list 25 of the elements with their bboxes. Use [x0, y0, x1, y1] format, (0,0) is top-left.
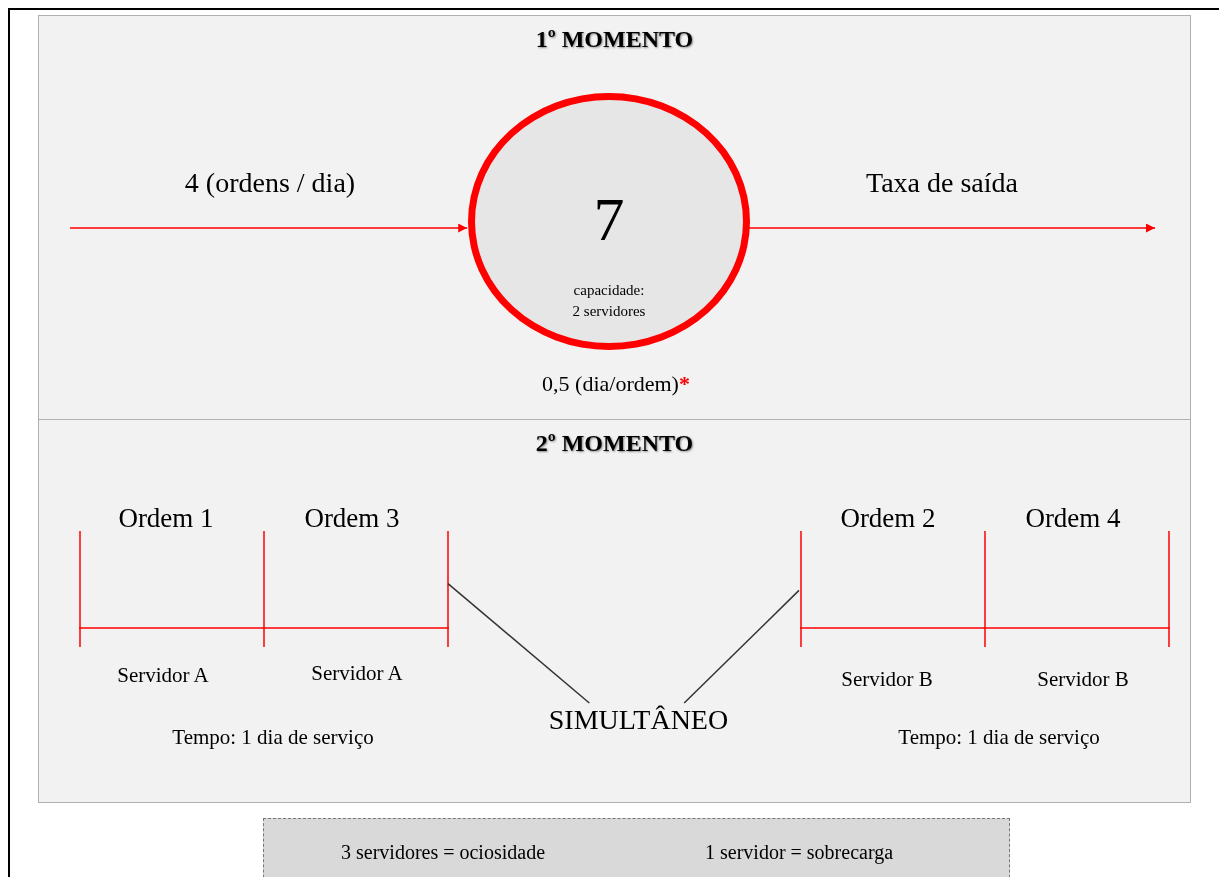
- note-box: [263, 818, 1010, 877]
- time-label: Tempo: 1 dia de serviço: [898, 725, 1100, 750]
- server-label: Servidor A: [117, 663, 209, 688]
- arrow: [69, 223, 468, 233]
- section-panel: [38, 419, 1191, 803]
- capacity-text: capacidade: 2 servidores: [571, 281, 647, 321]
- server-label: Servidor B: [841, 667, 933, 692]
- section-title: 2º MOMENTO: [534, 430, 695, 457]
- note-text: 1 servidor = sobrecarga: [705, 841, 894, 864]
- order-label: Ordem 3: [304, 503, 400, 534]
- order-label: Ordem 2: [840, 503, 936, 534]
- note-text: 3 servidores = ociosidade: [341, 841, 545, 864]
- simultaneous-text: SIMULTÂNEO: [531, 704, 746, 744]
- order-label: Ordem 4: [1025, 503, 1121, 534]
- arrow: [748, 223, 1156, 233]
- server-label: Servidor A: [311, 661, 403, 686]
- section-title: 1º MOMENTO: [534, 26, 695, 53]
- queue-count: 7: [592, 188, 626, 250]
- order-label: Ordem 1: [118, 503, 214, 534]
- connector-line: [447, 582, 591, 704]
- service-time-text: 0,5 (dia/ordem)*: [542, 371, 690, 397]
- server-label: Servidor B: [1037, 667, 1129, 692]
- section-panel: [38, 15, 1191, 420]
- connector-line: [683, 589, 800, 704]
- time-label: Tempo: 1 dia de serviço: [172, 725, 374, 750]
